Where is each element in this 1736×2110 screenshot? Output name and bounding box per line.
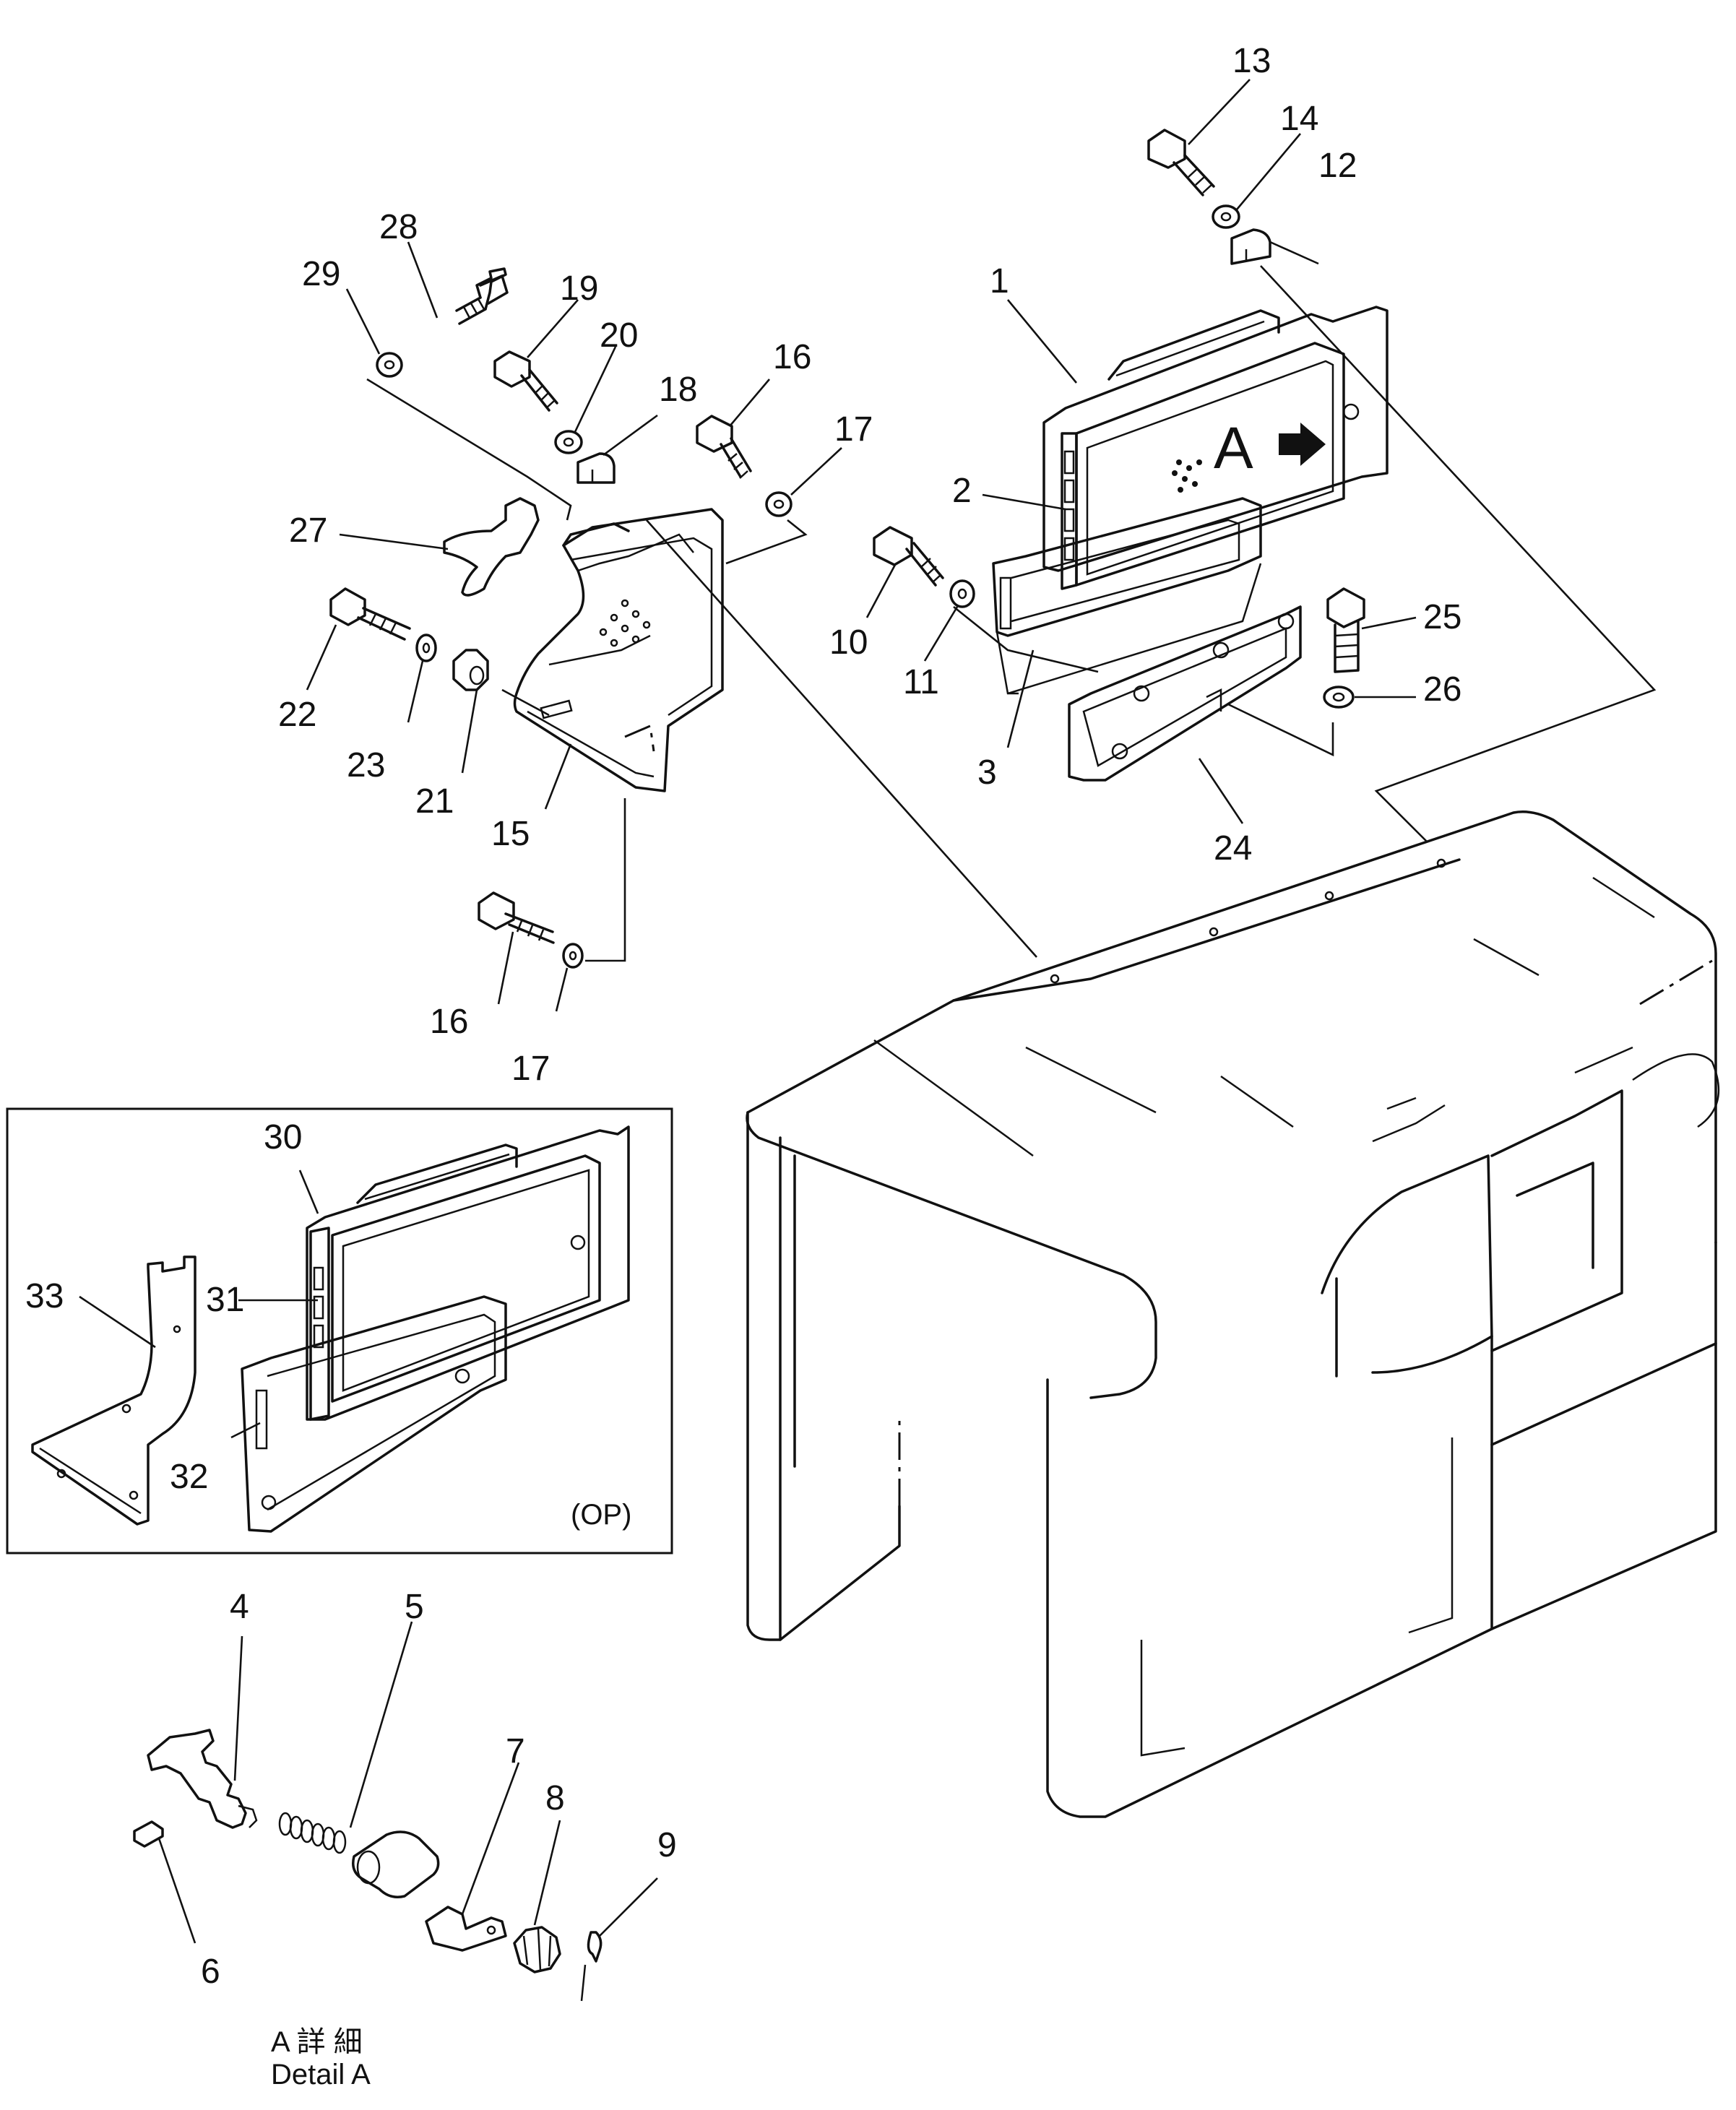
detail-arrow-icon [1279,423,1326,466]
callout-5: 5 [405,1588,424,1626]
cotter-pin-9 [580,1931,603,2002]
callout-4: 4 [230,1588,249,1626]
cab-body [746,810,1720,1818]
callout-11: 11 [903,663,939,701]
clip-12 [1230,228,1271,265]
detail-caption-jp: A 詳 細 [271,2026,363,2058]
callout-33: 33 [25,1277,64,1315]
washer-20 [554,430,583,454]
callout-18: 18 [659,371,697,409]
washer-14 [1212,204,1240,229]
callout-30: 30 [264,1118,302,1156]
callout-16b: 16 [430,1003,468,1041]
callout-26: 26 [1423,670,1461,709]
callout-29: 29 [302,255,340,293]
bushing-21 [452,649,489,691]
clip-18 [576,452,616,484]
detail-caption-en: Detail A [271,2059,371,2090]
callout-17b: 17 [511,1050,550,1088]
spring-5 [278,1812,347,1854]
callout-9: 9 [657,1826,677,1864]
latch-27 [443,497,540,597]
callout-1: 1 [990,262,1009,300]
detail-dots [1172,459,1202,493]
callout-27: 27 [289,511,327,550]
bolt-16-lower [478,891,555,944]
bolt-22 [329,587,411,641]
washer-17-lower [562,943,584,969]
callout-7: 7 [506,1732,525,1770]
pin-6 [133,1820,164,1848]
option-note: (OP) [571,1499,631,1531]
bolt-25 [1326,587,1365,673]
lock-handle-4 [147,1729,258,1829]
option-bracket-33 [31,1255,197,1526]
bolt-13 [1147,129,1215,196]
washer-26 [1323,686,1355,709]
bolt-16-upper [696,415,752,479]
callout-8: 8 [545,1779,565,1817]
callout-13: 13 [1232,42,1271,80]
leader-lines [79,79,1417,1944]
assembly-lines [366,265,1657,962]
callout-32: 32 [170,1458,208,1496]
callout-labels: 1 2 3 4 5 6 7 8 9 10 11 12 13 14 15 16 1… [25,42,1461,1991]
callout-19: 19 [560,269,598,308]
bolt-28 [455,267,509,325]
hinge-bars [1063,450,1075,561]
callout-10: 10 [829,623,868,662]
callout-24: 24 [1214,829,1252,868]
callout-3: 3 [977,753,997,792]
callout-21: 21 [415,782,454,821]
callout-16a: 16 [773,338,811,376]
detail-marker-a: A [1214,415,1253,481]
callout-28: 28 [379,208,418,246]
bolt-19 [493,350,558,412]
option-frame-30 [306,1125,630,1421]
callout-2: 2 [952,472,972,510]
nut-8 [513,1926,561,1973]
cover-plate-24 [1068,605,1302,782]
callout-23: 23 [347,746,385,784]
cylinder-body [352,1830,440,1898]
option-frame-32 [241,1295,507,1533]
callout-31: 31 [206,1281,244,1319]
callout-6: 6 [201,1953,220,1991]
callout-14: 14 [1280,100,1318,138]
door-frame-assembly: A [992,306,1389,695]
washer-17-upper [765,491,793,517]
washer-11 [949,579,975,608]
bracket-15 [513,508,724,792]
bolt-10 [873,526,944,587]
callout-12: 12 [1318,147,1357,185]
plate-7 [425,1906,507,1952]
callout-15: 15 [491,815,530,853]
option-inset-frame [6,1107,673,1555]
callout-22: 22 [278,696,316,734]
callout-25: 25 [1423,598,1461,636]
washer-29 [376,352,403,378]
washer-23 [415,634,437,662]
callout-17a: 17 [834,410,873,449]
callout-20: 20 [600,316,638,355]
